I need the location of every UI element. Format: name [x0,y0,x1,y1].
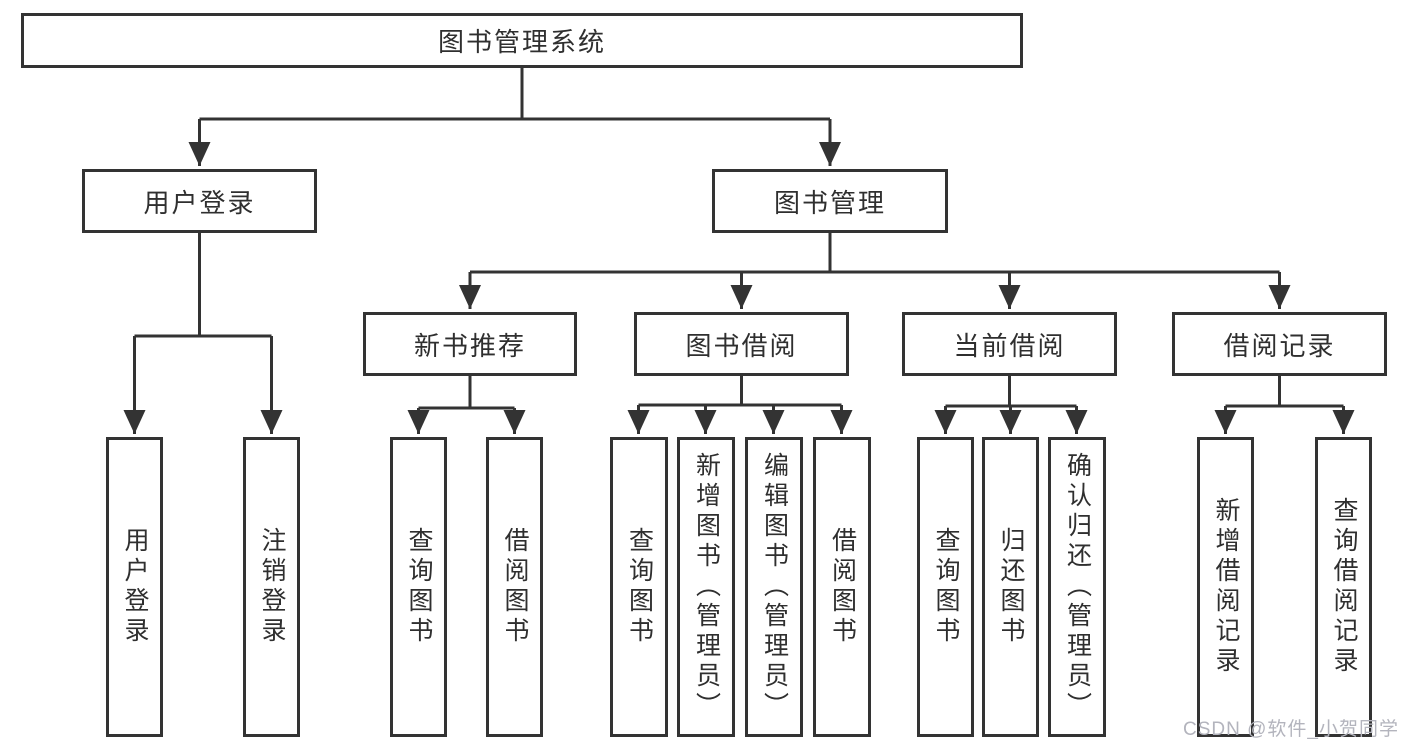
leaf-query-books-3: 查询图书 [917,437,974,737]
watermark: CSDN @软件_小贺同学 [1183,719,1399,740]
leaf-user-login-label: 用户登录 [121,527,149,647]
leaf-query-borrow-record-label: 查询借阅记录 [1330,497,1358,677]
node-book-management-label: 图书管理 [773,187,886,218]
connector-new-book-trunk [418,376,515,410]
leaf-confirm-return-admin: 确认归还（管理员） [1048,437,1106,737]
node-root: 图书管理系统 [21,13,1023,68]
node-book-borrowing: 图书借阅 [634,312,849,376]
leaf-add-book-admin-label: 新增图书（管理员） [692,452,721,722]
node-borrowing-records-label: 借阅记录 [1223,330,1336,361]
leaf-return-books: 归还图书 [982,437,1039,737]
leaf-edit-book-admin-label: 编辑图书（管理员） [760,452,789,722]
leaf-return-books-label: 归还图书 [997,527,1025,647]
connector-user-login-trunk [134,233,272,338]
node-book-management: 图书管理 [712,169,948,233]
connector-current-borrowing-trunk [945,376,1077,408]
node-current-borrowing: 当前借阅 [902,312,1117,376]
node-user-login-label: 用户登录 [143,187,256,218]
connector-borrowing-records-trunk [1225,376,1344,408]
leaf-add-book-admin: 新增图书（管理员） [677,437,735,737]
leaf-query-books-2: 查询图书 [610,437,668,737]
leaf-borrow-books-2: 借阅图书 [813,437,871,737]
node-new-book-recommend: 新书推荐 [363,312,577,376]
leaf-query-books-1-label: 查询图书 [405,527,433,647]
leaf-confirm-return-admin-label: 确认归还（管理员） [1063,452,1092,722]
node-root-label: 图书管理系统 [437,27,606,57]
node-borrowing-records: 借阅记录 [1172,312,1387,376]
leaf-query-books-2-label: 查询图书 [625,527,654,647]
leaf-edit-book-admin: 编辑图书（管理员） [745,437,803,737]
node-new-book-recommend-label: 新书推荐 [413,330,526,361]
leaf-user-login: 用户登录 [106,437,163,737]
leaf-borrow-books-2-label: 借阅图书 [828,527,857,647]
leaf-query-books-1: 查询图书 [390,437,447,737]
node-current-borrowing-label: 当前借阅 [953,330,1066,361]
connector-book-borrowing-trunk [638,376,842,407]
leaf-query-borrow-record: 查询借阅记录 [1315,437,1372,737]
connector-root-trunk [199,68,830,121]
leaf-query-books-3-label: 查询图书 [932,527,960,647]
connector-book-management-trunk [470,233,1280,274]
leaf-borrow-books-1: 借阅图书 [486,437,543,737]
leaf-logout: 注销登录 [243,437,300,737]
node-book-borrowing-label: 图书借阅 [685,330,798,361]
leaf-add-borrow-record: 新增借阅记录 [1197,437,1254,737]
leaf-logout-label: 注销登录 [258,527,286,647]
leaf-borrow-books-1-label: 借阅图书 [501,527,529,647]
leaf-add-borrow-record-label: 新增借阅记录 [1212,497,1240,677]
node-user-login: 用户登录 [82,169,317,233]
